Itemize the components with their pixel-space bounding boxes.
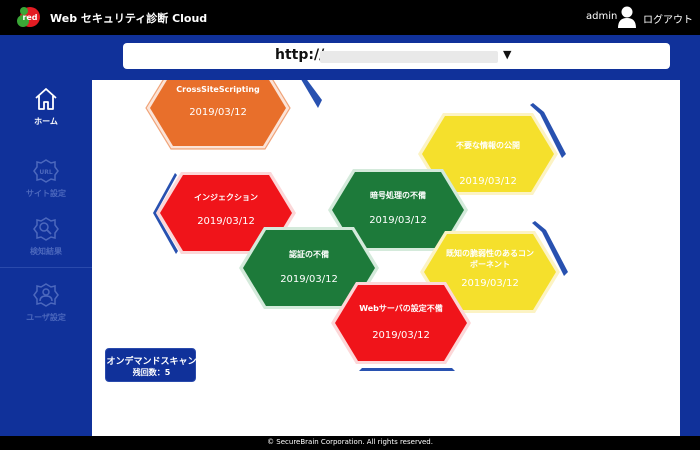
sidebar-divider [0,267,92,268]
logout-link[interactable]: ログアウト [643,15,693,26]
user-avatar-icon [618,6,636,28]
hex-date: 2019/03/12 [461,278,519,289]
vulnerability-hex-map: CrossSiteScripting 2019/03/12 不要な情報の公開 2… [145,80,568,371]
hex-date: 2019/03/12 [459,176,517,187]
hex-title: Webサーバの設定不備 [359,303,443,313]
hex-title: CrossSiteScripting [176,85,260,94]
hex-title-line-2: ポーネント [470,259,510,269]
hex-date: 2019/03/12 [189,107,247,118]
hex-title: インジェクション [194,192,258,202]
sidebar-item-home[interactable]: ホーム [0,78,92,134]
sidebar-item-detection-results[interactable]: 検知結果 [0,208,92,264]
url-redacted-part [320,51,498,63]
hex-information-disclosure[interactable]: 不要な情報の公開 2019/03/12 [418,103,566,195]
scan-remaining-count: 残回数：5 [132,368,171,377]
hex-known-vulnerable-components[interactable]: 既知の脆弱性のあるコン ポーネント 2019/03/12 [420,221,568,313]
red-logo: red [17,7,40,27]
sidebar-item-label: ホーム [34,117,58,126]
logo-text: red [22,13,37,22]
url-select[interactable]: http:// ▼ [123,43,670,69]
sidebar-item-label: サイト設定 [26,189,66,198]
user-settings-icon [33,283,59,307]
dropdown-caret-icon: ▼ [503,48,512,61]
main-content: CrossSiteScripting 2019/03/12 不要な情報の公開 2… [92,80,680,436]
detection-results-icon [33,217,59,241]
copyright-text: © SecureBrain Corporation. All rights re… [267,438,433,446]
svg-text:URL: URL [39,169,52,176]
url-select-value: http:// [275,47,325,63]
hex-title: 認証の不備 [289,249,329,259]
sidebar-item-label: 検知結果 [30,247,62,256]
hex-title-line-1: 既知の脆弱性のあるコン [446,248,534,258]
scan-label: オンデマンドスキャン [106,357,197,367]
footer: © SecureBrain Corporation. All rights re… [0,436,700,450]
sidebar: ホーム URL サイト設定 検知結果 ユーザ設定 [0,72,92,436]
sidebar-item-site-settings[interactable]: URL サイト設定 [0,150,92,206]
hex-web-server-misconfiguration[interactable]: Webサーバの設定不備 2019/03/12 [331,282,471,371]
home-icon [35,88,57,110]
hex-date: 2019/03/12 [280,274,338,285]
hex-authentication-weakness[interactable]: 認証の不備 2019/03/12 [239,227,379,309]
hex-cross-site-scripting[interactable]: CrossSiteScripting 2019/03/12 [145,80,322,150]
sidebar-item-user-settings[interactable]: ユーザ設定 [0,274,92,330]
hex-date: 2019/03/12 [197,216,255,227]
app-title: Web セキュリティ診断 Cloud [50,12,208,25]
site-settings-icon: URL [33,159,59,183]
hex-date: 2019/03/12 [369,215,427,226]
on-demand-scan-button[interactable]: オンデマンドスキャン 残回数：5 [105,348,197,382]
hex-title: 暗号処理の不備 [370,190,426,200]
hex-date: 2019/03/12 [372,330,430,341]
hex-title: 不要な情報の公開 [456,140,520,150]
top-bar: red Web セキュリティ診断 Cloud admin ログアウト [0,0,700,35]
user-name: admin [586,11,618,22]
hex-crypto-weakness[interactable]: 暗号処理の不備 2019/03/12 [328,169,468,251]
sidebar-item-label: ユーザ設定 [26,313,66,322]
